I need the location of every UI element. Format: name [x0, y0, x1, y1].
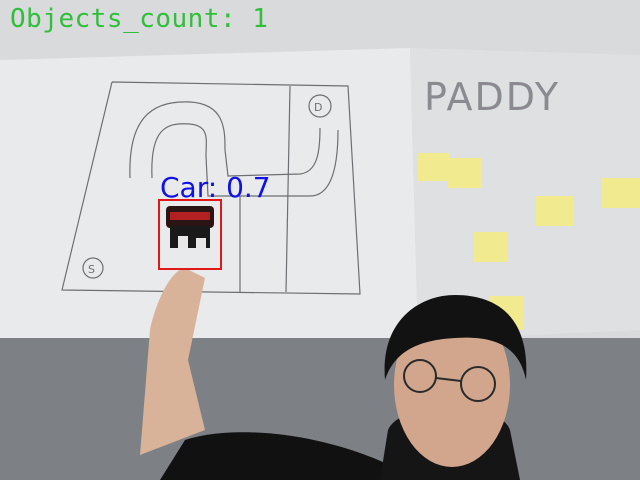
start-marker: S [88, 263, 95, 276]
glasses [403, 359, 496, 402]
raised-arm [140, 268, 205, 455]
objects-count-label: Objects_count: 1 [10, 4, 269, 34]
detection-label: Car: 0.7 [160, 171, 271, 204]
face [394, 303, 510, 467]
destination-marker: D [314, 101, 322, 114]
person [140, 268, 527, 480]
detection-bounding-box [158, 199, 222, 270]
sticky-notes [418, 153, 640, 330]
track-map-drawing [61, 81, 361, 295]
shirt [160, 432, 410, 480]
whiteboard-title: PADDY [424, 75, 560, 119]
hair [384, 295, 527, 380]
paper-sheet [0, 48, 418, 340]
paper-sheet-right [410, 48, 640, 340]
toy-car [166, 206, 214, 248]
